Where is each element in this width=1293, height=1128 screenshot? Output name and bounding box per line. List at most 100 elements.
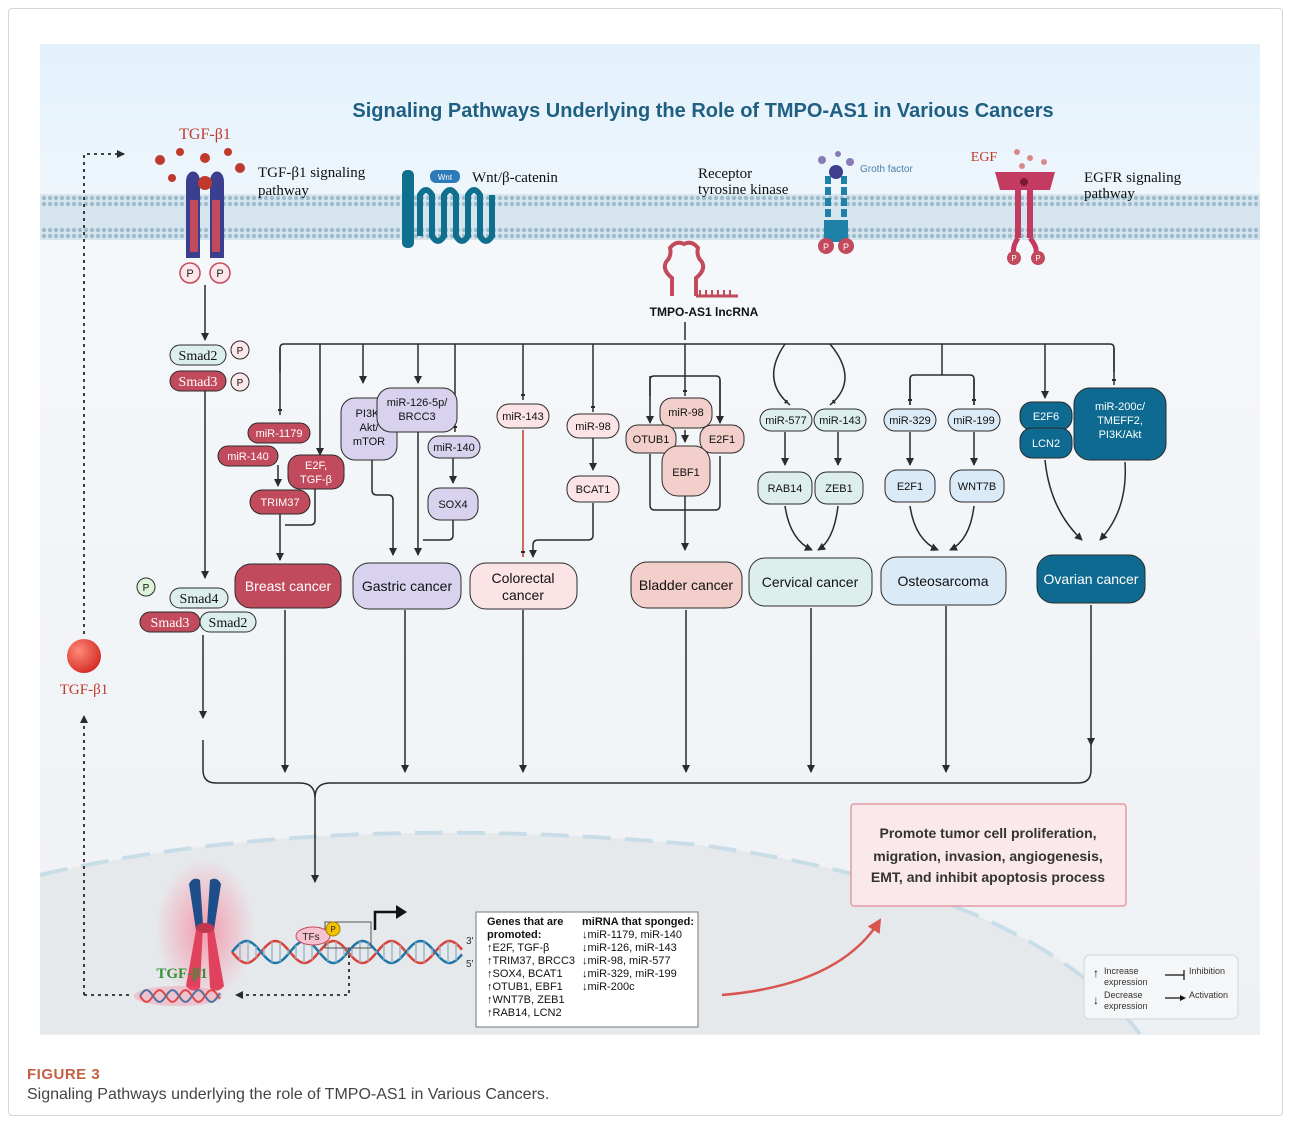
sox4-node [427, 487, 479, 521]
mir199-node [947, 408, 1001, 432]
rab14-node [757, 471, 813, 505]
bladder-cancer-node [630, 561, 743, 609]
wnt-chip [430, 170, 460, 183]
mir98-node [566, 413, 620, 439]
breast-cancer-branch: miR-1179 miR-140 E2F, TGF-β TRIM37 Breas… [217, 422, 345, 609]
genes-box: Genes that are promoted: ↑E2F, TGF-β↑TRI… [475, 911, 699, 1028]
phospho-icon [1031, 251, 1045, 265]
sponged-mirna-item: ↓miR-329, miR-199 [582, 968, 677, 980]
breast-cancer-label: Breast cancer [245, 578, 332, 594]
phospho-icon [209, 262, 231, 284]
figure-frame [8, 8, 1283, 1116]
sponged-mirna-item: ↓miR-126, miR-143 [582, 942, 677, 954]
dna-end-3: 3' [466, 936, 474, 947]
e2f6-label: E2F6 [1033, 411, 1059, 423]
mir329-label: miR-329 [889, 415, 931, 427]
mir1179-label: miR-1179 [256, 428, 303, 440]
phospho-label: P [143, 583, 150, 594]
wnt7b-node [949, 469, 1005, 503]
tgf-beta-receptor: TGF-β1 P P TGF-β1 signaling pathway [155, 126, 366, 284]
promoted-heading: Genes that are [487, 916, 563, 928]
e2f1-label: E2F1 [709, 434, 735, 446]
promoted-gene-item: ↑OTUB1, EBF1 [487, 981, 563, 993]
smad2-node [199, 611, 257, 633]
egfr-label: EGFR signaling [1084, 170, 1182, 186]
pi3k-label: PI3K/ [356, 408, 384, 420]
mir140-node [427, 435, 481, 459]
egfr-receptor: EGF P P EGFR signaling pathway [971, 149, 1182, 265]
e2f1-node [884, 469, 936, 503]
phospho-label: P [1035, 254, 1040, 263]
colorectal-cancer-label: cancer [502, 587, 544, 603]
phospho-label: P [237, 346, 244, 357]
promoted-heading: promoted: [487, 929, 541, 941]
mir200c-label: miR-200c/ [1095, 401, 1146, 413]
feedback-loop [80, 150, 350, 999]
phospho-icon [179, 262, 201, 284]
phospho-icon [1007, 251, 1021, 265]
phospho-label: P [216, 268, 223, 280]
trim37-node [249, 489, 311, 515]
dna-end-5: 5' [466, 959, 474, 970]
e2f-label: E2F, [305, 460, 327, 472]
figure-label: FIGURE 3 [27, 1066, 101, 1083]
legend-inhibition-label: Inhibition [1189, 966, 1225, 976]
nuclear-envelope [39, 830, 1142, 1036]
smad2-node [169, 344, 227, 366]
cell-membrane [40, 194, 1260, 240]
mir200c-node [1073, 387, 1167, 461]
phospho-label: P [330, 925, 335, 934]
rtk-label: Receptor [698, 166, 752, 182]
smad3-label: Smad3 [151, 616, 190, 631]
lncrna-icon [662, 240, 738, 298]
outcome-text: migration, invasion, angiogenesis, [873, 848, 1103, 864]
brcc3-label: BRCC3 [398, 411, 435, 423]
legend-increase-label: expression [1104, 977, 1148, 987]
legend-decrease-label: expression [1104, 1001, 1148, 1011]
mir98-label: miR-98 [575, 421, 610, 433]
promoted-gene-item: ↑WNT7B, ZEB1 [487, 994, 565, 1006]
osteosarcoma-branch: miR-329 miR-199 E2F1 WNT7B Osteosarcoma [880, 408, 1007, 606]
promoted-gene-item: ↑SOX4, BCAT1 [487, 968, 563, 980]
osteosarcoma-label: Osteosarcoma [897, 573, 988, 589]
cervical-cancer-branch: miR-577 miR-143 RAB14 ZEB1 Cervical canc… [748, 408, 873, 607]
tgf-left-label: TGF-β1 [60, 682, 108, 698]
outcome-arrow [721, 918, 882, 997]
tgf-dna-icon [139, 988, 221, 1004]
sponged-mirna-item: ↓miR-1179, miR-140 [582, 929, 682, 941]
tgf-ball-icon [67, 639, 101, 673]
phospho-label: P [843, 242, 849, 252]
mir140-label: miR-140 [433, 442, 475, 454]
rtk-label: tyrosine kinase [698, 182, 789, 198]
tgf-pathway-label: pathway [258, 183, 309, 199]
tmeff2-label: TMEFF2, [1097, 415, 1143, 427]
egfr-label: pathway [1084, 186, 1135, 202]
legend-up-icon: ↑ [1093, 966, 1099, 980]
egf-label: EGF [971, 150, 998, 165]
ovarian-cancer-node [1036, 554, 1146, 604]
mir140-node [217, 445, 279, 467]
otub1-label: OTUB1 [633, 434, 670, 446]
tfs-icon [295, 926, 331, 946]
phospho-icon [230, 372, 250, 392]
mir98-label: miR-98 [668, 407, 703, 419]
phospho-label: P [186, 268, 193, 280]
rab14-label: RAB14 [768, 483, 803, 495]
wnt-receptor: Wnt Wnt/β-catenin [402, 170, 558, 248]
wnt-label: Wnt/β-catenin [472, 170, 558, 186]
smad3-label: Smad3 [179, 375, 218, 390]
outcome-text: Promote tumor cell proliferation, [879, 825, 1096, 841]
mir98-node [659, 397, 713, 429]
e2f1-label: E2F1 [897, 481, 923, 493]
phospho-icon [838, 238, 854, 254]
gene-dna-icon [231, 939, 463, 965]
mir1179-node [247, 422, 311, 444]
transcription-start-arrowhead [396, 905, 407, 919]
phospho-icon [136, 577, 156, 597]
ovarian-cancer-label: Ovarian cancer [1044, 571, 1139, 587]
mir143-label: miR-143 [502, 411, 544, 423]
legend-activation-label: Activation [1189, 990, 1228, 1000]
gastric-cancer-node [352, 562, 462, 610]
tgf-ligand-dot [168, 174, 176, 182]
sponged-heading: miRNA that sponged: [582, 916, 694, 928]
